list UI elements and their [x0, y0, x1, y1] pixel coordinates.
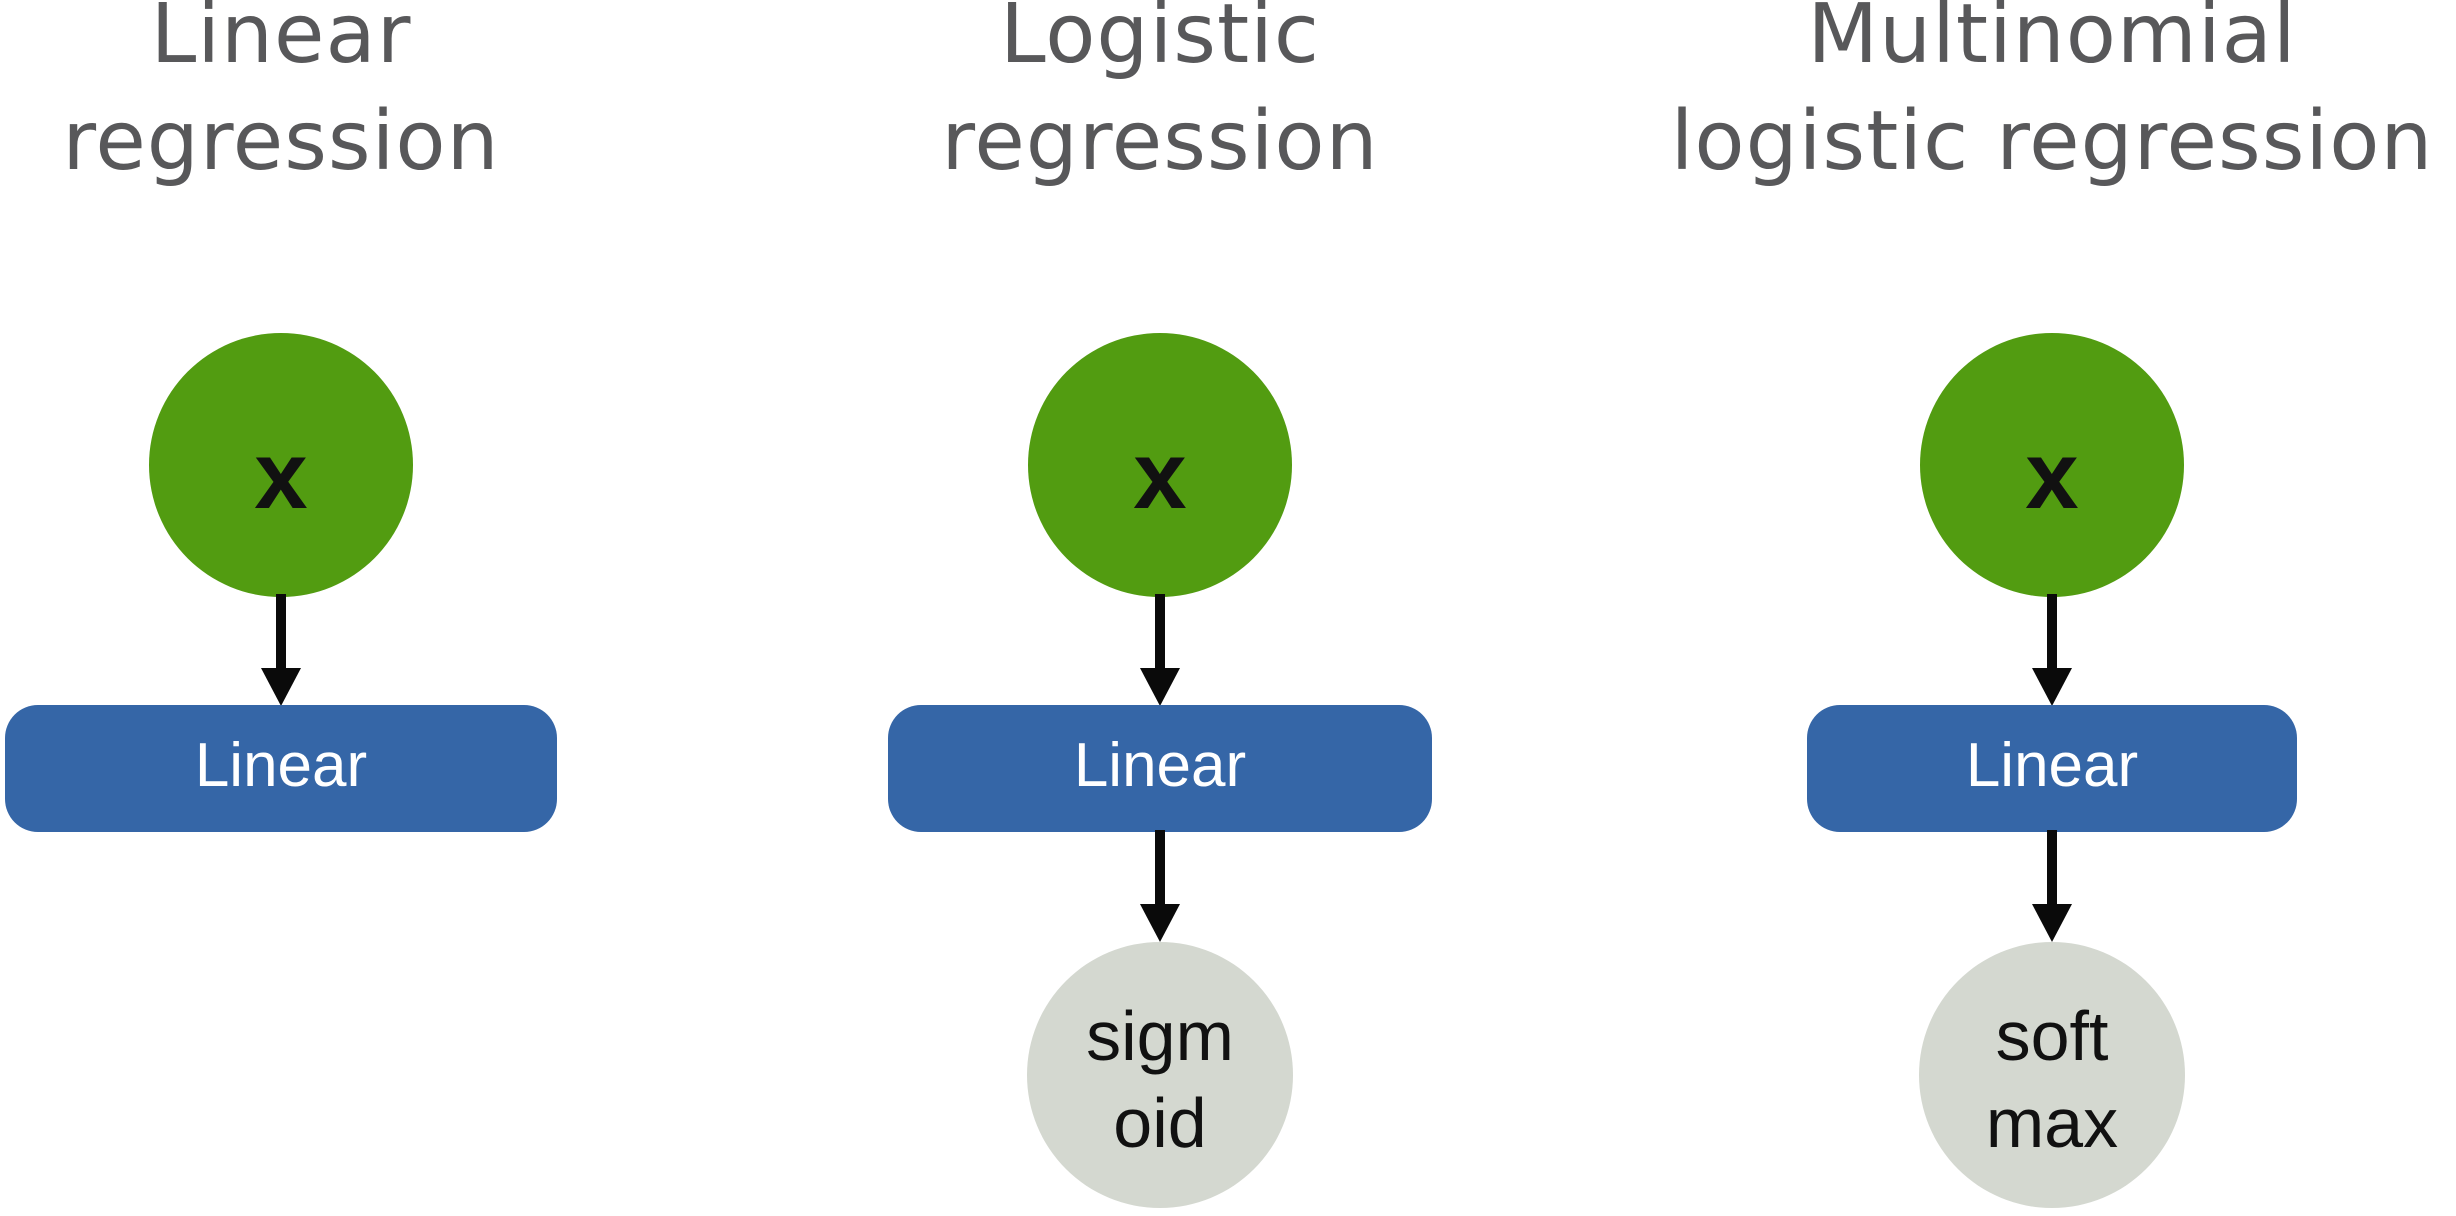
activation-node-softmax: soft max [1919, 942, 2185, 1208]
activation-node-sigmoid: sigm oid [1027, 942, 1293, 1208]
arrow-down-icon [251, 594, 311, 707]
linear-label: Linear [1965, 730, 2139, 800]
linear-label: Linear [194, 730, 368, 800]
column-title: Multinomial logistic regression [1670, 0, 2434, 189]
input-label: x [254, 422, 308, 529]
input-label: x [1133, 422, 1187, 529]
activation-label: soft max [1985, 997, 2119, 1162]
linear-box: Linear [1807, 705, 2297, 832]
column-title: Logistic regression [941, 0, 1379, 189]
input-node: x [1028, 333, 1292, 597]
arrow-down-icon [1130, 830, 1190, 943]
arrow-down-icon [2022, 830, 2082, 943]
arrow-down-icon [2022, 594, 2082, 707]
linear-box: Linear [888, 705, 1432, 832]
linear-label: Linear [1073, 730, 1247, 800]
linear-box: Linear [5, 705, 557, 832]
arrow-down-icon [1130, 594, 1190, 707]
input-node: x [149, 333, 413, 597]
column-title: Linear regression [62, 0, 500, 189]
input-node: x [1920, 333, 2184, 597]
activation-label: sigm oid [1086, 997, 1234, 1162]
input-label: x [2025, 422, 2079, 529]
